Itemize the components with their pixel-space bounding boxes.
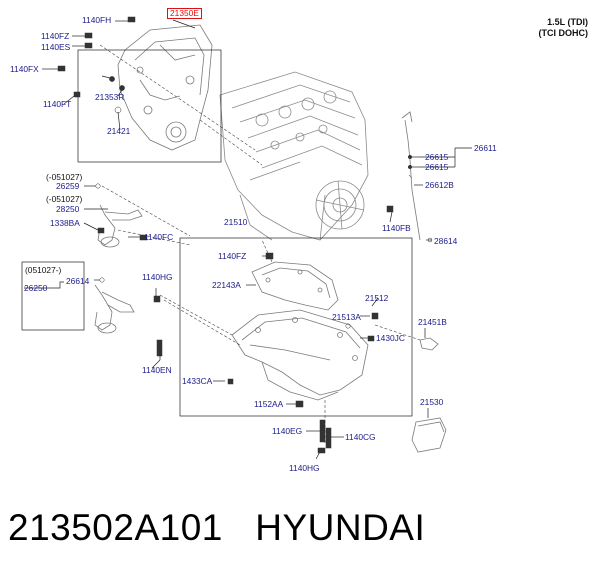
bolt-1140hg-bottom (317, 447, 326, 454)
oil-strainer-21530-drawing (411, 417, 447, 453)
part-label-1140fc[interactable]: 1140FC (144, 232, 174, 242)
part-label-21513a[interactable]: 21513A (332, 312, 361, 322)
bolt-1430jc (367, 335, 375, 342)
part-label-1140hg-bottom[interactable]: 1140HG (289, 463, 320, 473)
part-label-1140fz-pan[interactable]: 1140FZ (218, 251, 247, 261)
part-label-1152aa[interactable]: 1152AA (254, 399, 284, 409)
part-label-21512[interactable]: 21512 (365, 293, 389, 303)
bracket-21451b-drawing (419, 337, 439, 351)
part-label-26612b[interactable]: 26612B (425, 180, 454, 190)
plug-21512 (371, 312, 379, 320)
bolt-1140fz (84, 32, 93, 39)
oil-pan-frame (179, 237, 413, 417)
bolt-1152aa (295, 400, 304, 408)
date-range-051027-b: (-051027) (46, 194, 83, 204)
timing-cover-frame (77, 49, 222, 163)
bolt-1140fb (386, 205, 394, 213)
part-label-1140fb[interactable]: 1140FB (382, 223, 411, 233)
oring-26614 (99, 277, 105, 283)
part-label-21421[interactable]: 21421 (107, 126, 131, 136)
part-label-21530[interactable]: 21530 (420, 397, 444, 407)
drain-plug-1433ca (227, 378, 234, 385)
gasket-21513a (345, 323, 351, 329)
date-range-051027-a: (-051027) (46, 172, 83, 182)
part-label-1433ca[interactable]: 1433CA (182, 376, 213, 386)
bolt-1140ft (73, 91, 81, 98)
part-label-26611[interactable]: 26611 (474, 143, 497, 153)
bolt-1140hg-left (153, 295, 161, 303)
seal-21421 (114, 106, 122, 114)
part-label-1140es[interactable]: 1140ES (41, 42, 71, 52)
part-label-1140fh[interactable]: 1140FH (82, 15, 112, 25)
part-label-1338ba[interactable]: 1338BA (50, 218, 80, 228)
bolt-1140fz-pan (265, 252, 274, 260)
oil-strainer-upper-drawing (97, 204, 143, 248)
part-label-1140fx[interactable]: 1140FX (10, 64, 39, 74)
part-label-26615-a[interactable]: 26615 (425, 152, 449, 162)
part-label-28614[interactable]: 28614 (434, 236, 458, 246)
timing-cover-drawing (117, 24, 213, 151)
part-label-21350e-highlighted[interactable]: 21350E (167, 8, 202, 19)
engine-type-label: (TCI DOHC) (538, 28, 589, 38)
part-label-26250[interactable]: 26250 (24, 283, 48, 293)
part-label-1140en[interactable]: 1140EN (142, 365, 172, 375)
part-label-21510[interactable]: 21510 (224, 217, 248, 227)
part-label-1140ft[interactable]: 1140FT (43, 99, 72, 109)
part-label-28250[interactable]: 28250 (56, 204, 80, 214)
part-label-26615-b[interactable]: 26615 (425, 162, 449, 172)
part-label-26614[interactable]: 26614 (66, 276, 90, 286)
bolt-1140eg (319, 419, 326, 443)
bolt-1140fx (57, 65, 66, 72)
exploded-parts-drawing (21, 16, 472, 460)
part-caption: 213502A101 HYUNDAI (8, 507, 425, 549)
stud-1140en (156, 339, 163, 357)
strainer-variant-frame (21, 261, 85, 331)
oil-pan-gasket-drawing (251, 261, 339, 311)
part-label-1140hg-left[interactable]: 1140HG (142, 272, 173, 282)
engine-spec-label: 1.5L (TDI) (547, 17, 588, 27)
brand-name: HYUNDAI (255, 507, 426, 548)
bolt-1338ba (97, 227, 105, 234)
part-label-1140cg[interactable]: 1140CG (345, 432, 376, 442)
part-number: 213502A101 (8, 507, 223, 548)
engine-block-drawing (219, 71, 369, 241)
bolt-1140es (84, 42, 93, 49)
part-label-1140fz[interactable]: 1140FZ (41, 31, 70, 41)
part-label-21451b[interactable]: 21451B (418, 317, 447, 327)
date-range-051027-c: (051027-) (25, 265, 62, 275)
oil-strainer-lower-drawing (94, 284, 135, 334)
dipstick-drawing (401, 111, 421, 241)
plug-21353r (109, 76, 115, 82)
oring-28614 (427, 237, 433, 243)
bolt-1140fc (139, 234, 148, 241)
part-label-26259[interactable]: 26259 (56, 181, 80, 191)
part-label-1140eg[interactable]: 1140EG (272, 426, 303, 436)
bolt-1140fh (127, 16, 136, 23)
oil-pan-drawing (231, 309, 369, 401)
bolt-1140cg (325, 427, 332, 449)
part-label-1430jc[interactable]: 1430JC (376, 333, 405, 343)
part-label-21353r[interactable]: 21353R (95, 92, 125, 102)
part-label-22143a[interactable]: 22143A (212, 280, 241, 290)
oring-26259 (95, 183, 101, 189)
